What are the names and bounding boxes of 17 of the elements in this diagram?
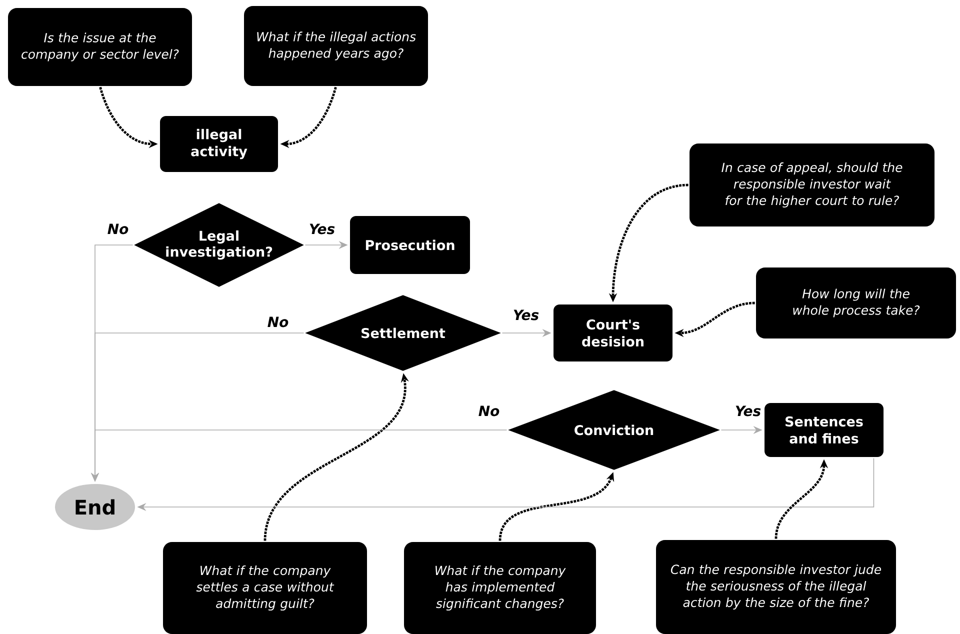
question-box: In case of appeal, should the responsible investor wait for the higher court to rule?: [690, 144, 935, 226]
edge-label: Yes: [736, 406, 761, 416]
edge-label: Yes: [310, 224, 335, 234]
process-box: Sentences and fines: [764, 403, 884, 457]
question-box: Can the responsible investor jude the seriousness of the illegal action by the size of the fine?: [656, 540, 896, 634]
edge-label: No: [268, 316, 288, 328]
process-box: Prosecution: [350, 216, 470, 274]
question-box: What if the illegal actions happened years ago?: [244, 6, 428, 86]
edge-label: No: [478, 406, 500, 416]
process-box: Court's desision: [554, 304, 672, 362]
process-box: illegal activity: [160, 116, 278, 172]
edge-label: No: [108, 224, 128, 234]
edge-label: Yes: [514, 310, 539, 320]
question-box: Is the issue at the company or sector level?: [8, 8, 192, 86]
question-box: How long will the whole process take?: [756, 268, 956, 338]
question-box: What if the company has implemented significant changes?: [404, 542, 596, 634]
question-box: What if the company settles a case without admitting guilt?: [163, 542, 367, 634]
